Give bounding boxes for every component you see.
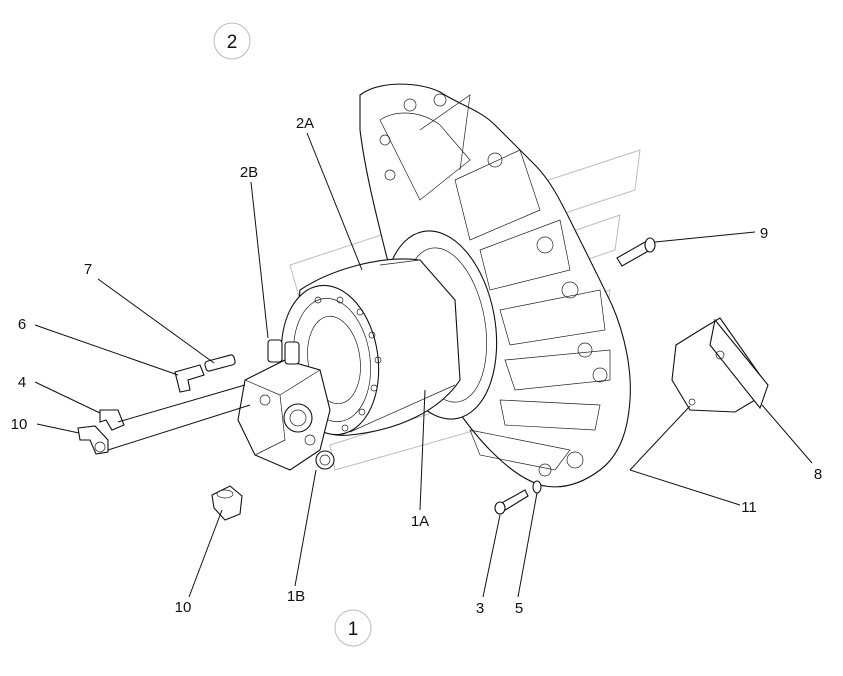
washer-part-5 (532, 480, 542, 494)
label-4: 4 (18, 374, 26, 391)
cover-plate-part-8 (671, 317, 769, 413)
assembly-number-1: 1 (334, 609, 372, 647)
label-1A: 1A (411, 513, 429, 530)
leader-lines (34, 132, 813, 598)
label-5: 5 (515, 600, 523, 617)
elbow-fitting-part-4 (99, 409, 125, 431)
elbow-fitting-part-10-lower (211, 485, 243, 521)
label-8: 8 (814, 466, 822, 483)
hydraulic-motor-part (237, 339, 335, 471)
label-6: 6 (18, 316, 26, 333)
label-11: 11 (741, 499, 757, 516)
fitting-part-7 (204, 354, 236, 372)
assembly-number-2: 2 (213, 22, 251, 60)
bolt-part-9 (616, 237, 656, 267)
label-10-lower: 10 (175, 599, 192, 616)
label-1B: 1B (287, 588, 305, 605)
label-10-upper: 10 (11, 416, 28, 433)
elbow-fitting-part-6 (174, 364, 205, 393)
label-7: 7 (84, 261, 92, 278)
assembly-number-2-text: 2 (227, 32, 238, 53)
label-9: 9 (760, 225, 768, 242)
assembly-number-1-text: 1 (348, 619, 359, 640)
label-2A: 2A (296, 115, 314, 132)
label-2B: 2B (240, 164, 258, 181)
label-3: 3 (476, 600, 484, 617)
bolt-part-3 (494, 489, 529, 515)
elbow-fitting-part-10-upper (77, 425, 109, 455)
